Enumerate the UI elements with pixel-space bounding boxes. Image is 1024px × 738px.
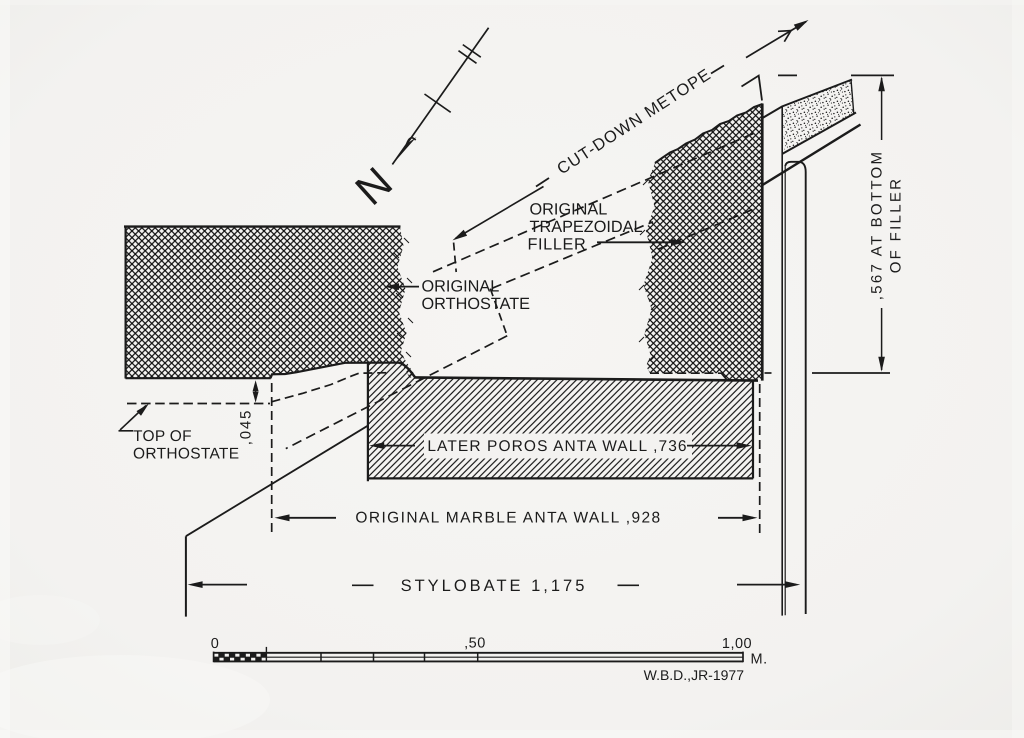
svg-text:TOP OF: TOP OF xyxy=(133,428,192,445)
svg-text:,50: ,50 xyxy=(464,635,486,651)
svg-text:ORIGINAL: ORIGINAL xyxy=(422,278,500,296)
svg-text:ORTHOSTATE: ORTHOSTATE xyxy=(133,446,239,463)
svg-text:ORTHOSTATE: ORTHOSTATE xyxy=(422,295,531,313)
svg-text:0: 0 xyxy=(211,636,220,652)
svg-text:1,00: 1,00 xyxy=(722,636,752,652)
svg-text:,045: ,045 xyxy=(238,409,255,445)
svg-text:W.B.D.,JR-1977: W.B.D.,JR-1977 xyxy=(644,667,745,683)
svg-text:ORIGINAL MARBLE ANTA WALL ,928: ORIGINAL MARBLE ANTA WALL ,928 xyxy=(355,509,661,526)
svg-text:FILLER: FILLER xyxy=(528,236,587,254)
svg-text:ORIGINAL: ORIGINAL xyxy=(530,201,608,219)
svg-text:TRAPEZOIDAL: TRAPEZOIDAL xyxy=(530,218,643,236)
svg-text:LATER POROS ANTA WALL ,736: LATER POROS ANTA WALL ,736 xyxy=(427,438,687,455)
svg-text:STYLOBATE 1,175: STYLOBATE 1,175 xyxy=(401,577,588,595)
svg-text:M.: M. xyxy=(751,652,768,668)
